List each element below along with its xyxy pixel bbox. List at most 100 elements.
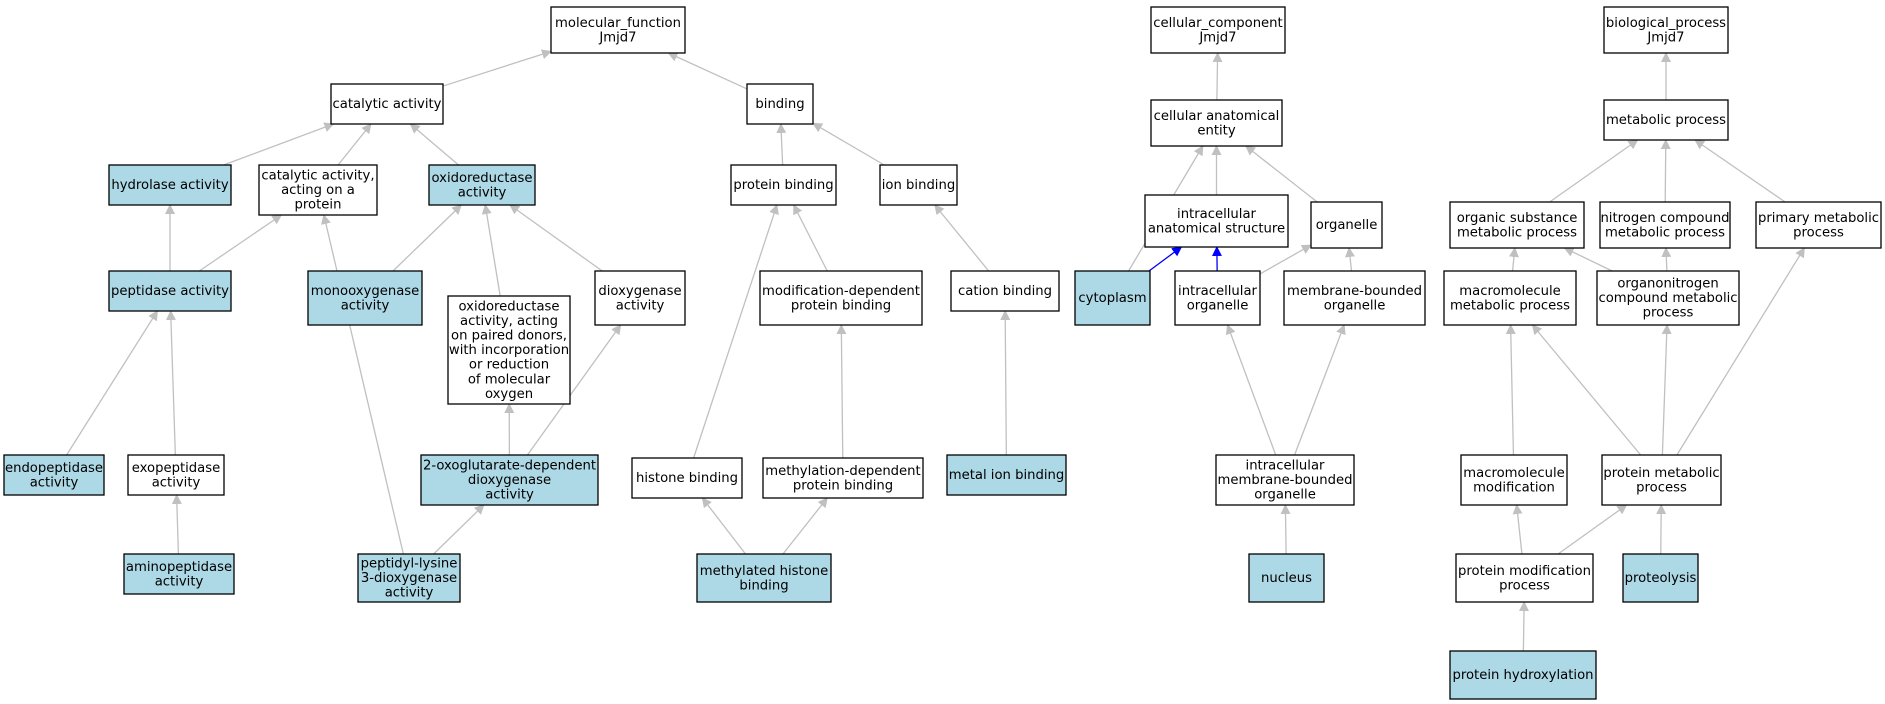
- node-label-line: macromolecule: [1463, 466, 1564, 481]
- node-org[interactable]: organelle: [1310, 201, 1383, 249]
- edge-mm-to-mmp: [1505, 324, 1516, 456]
- edge-line: [1245, 145, 1318, 203]
- node-label-line: binding: [739, 578, 788, 593]
- node-label-line: activity: [616, 298, 665, 313]
- node-label-line: intracellular: [1178, 284, 1257, 299]
- edge-line: [198, 214, 283, 272]
- edge-methdep-to-moddep: [836, 324, 847, 459]
- node-label-line: compound metabolic: [1598, 291, 1737, 306]
- node-box: [1150, 99, 1283, 147]
- edge-line: [701, 497, 747, 555]
- node-box: [550, 6, 686, 54]
- node-label-line: protein hydroxylation: [1452, 668, 1593, 683]
- edge-line: [776, 123, 787, 166]
- node-label-line: molecular_function: [555, 16, 681, 31]
- node-nuc[interactable]: nucleus: [1248, 553, 1325, 603]
- node-label-line: process: [1793, 225, 1844, 240]
- edge-ionb-to-bind: [812, 122, 885, 166]
- node-label-line: oxygen: [485, 387, 533, 402]
- edge-ocmp-to-osmp: [1563, 247, 1613, 272]
- edge-amino-to-exo: [171, 494, 182, 555]
- edge-ocmp-to-ncmp: [1661, 247, 1672, 272]
- node-pb[interactable]: protein binding: [730, 164, 837, 206]
- edge-diox-to-oxi: [509, 204, 603, 272]
- node-label-line: ion binding: [882, 178, 955, 193]
- edge-mhb-to-methdep: [782, 497, 828, 555]
- node-phyd[interactable]: protein hydroxylation: [1449, 650, 1597, 700]
- node-histb[interactable]: histone binding: [631, 457, 743, 499]
- edge-line: [1676, 247, 1805, 456]
- node-box: [1443, 270, 1577, 326]
- node-hyd[interactable]: hydrolase activity: [108, 164, 232, 206]
- node-label-line: intracellular: [1177, 207, 1256, 222]
- node-box: [696, 553, 832, 603]
- node-box: [3, 454, 105, 496]
- edge-line: [1512, 504, 1523, 555]
- node-label-line: process: [1636, 480, 1687, 495]
- edge-line: [1518, 601, 1529, 652]
- node-box: [746, 83, 814, 125]
- node-box: [1150, 6, 1286, 54]
- node-label-line: dioxygenase: [468, 473, 551, 488]
- node-label-line: cellular anatomical: [1154, 109, 1280, 124]
- edge-bind-to-mf: [667, 52, 748, 90]
- edge-line: [1000, 310, 1011, 456]
- node-cationb[interactable]: cation binding: [950, 270, 1060, 312]
- node-label-line: Jmjd7: [1646, 30, 1684, 45]
- node-box: [447, 295, 571, 405]
- node-box: [594, 270, 686, 326]
- edge-io-to-org: [1259, 244, 1312, 275]
- edge-line: [934, 204, 990, 272]
- node-mp[interactable]: metabolic process: [1603, 99, 1729, 141]
- node-label-line: endopeptidase: [5, 461, 103, 476]
- node-box: [1248, 553, 1325, 603]
- node-prot[interactable]: proteolysis: [1622, 553, 1699, 603]
- node-box: [307, 270, 423, 326]
- node-cyto[interactable]: cytoplasm: [1074, 270, 1151, 326]
- node-ionb[interactable]: ion binding: [879, 164, 958, 206]
- edge-protmp-to-ocmp: [1661, 324, 1672, 456]
- node-label-line: intracellular: [1246, 458, 1325, 473]
- node-label-line: dioxygenase: [598, 284, 681, 299]
- edge-histb-to-pb: [692, 204, 779, 459]
- node-label-line: activity: [152, 475, 201, 490]
- node-pep[interactable]: peptidase activity: [108, 270, 232, 312]
- node-label-line: monooxygenase: [311, 284, 420, 299]
- node-label-line: nucleus: [1261, 571, 1312, 586]
- node-bind[interactable]: binding: [746, 83, 814, 125]
- node-label-line: peptidyl-lysine: [361, 556, 458, 571]
- node-label-line: organelle: [1187, 298, 1249, 313]
- node-cat[interactable]: catalytic activity: [330, 83, 444, 125]
- node-og[interactable]: 2-oxoglutarate-dependentdioxygenaseactiv…: [420, 454, 599, 506]
- node-metalb[interactable]: metal ion binding: [946, 454, 1067, 496]
